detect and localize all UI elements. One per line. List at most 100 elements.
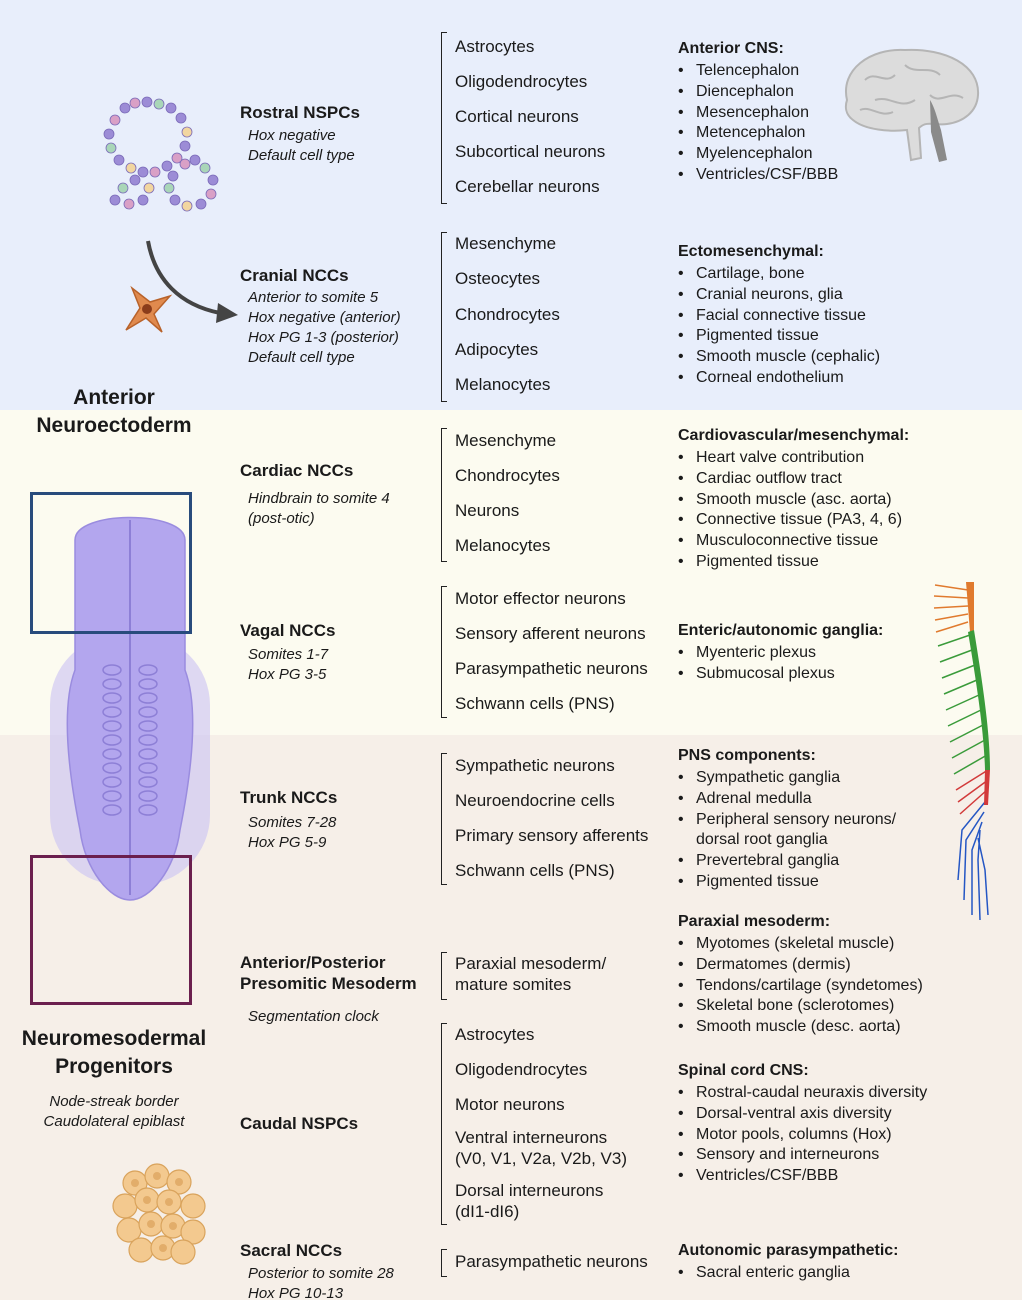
rostral-nspcs-cell-type: Astrocytes xyxy=(455,37,535,56)
derivative-item: dorsal root ganglia xyxy=(696,831,828,849)
sacral-nccs-cell-type: Parasympathetic neurons xyxy=(455,1252,648,1271)
brain-icon xyxy=(844,48,980,162)
rostral-nspcs-cell-type: Oligodendrocytes xyxy=(455,72,588,91)
cardiac-nccs-bracket xyxy=(441,428,447,562)
cranial-nccs-note: Default cell type xyxy=(248,349,355,366)
derivative-item: Connective tissue (PA3, 4, 6) xyxy=(678,510,902,531)
vagal-nccs-cell-type: Motor effector neurons xyxy=(455,589,626,608)
vagal-nccs-name: Vagal NCCs xyxy=(240,621,336,640)
cardiac-nccs-note: Hindbrain to somite 4 xyxy=(248,490,390,507)
derivative-item: Tendons/cartilage (syndetomes) xyxy=(678,976,923,997)
derivative-item: Myelencephalon xyxy=(678,144,838,165)
rostral-nspcs-note: Default cell type xyxy=(248,147,355,164)
trunk-nccs-heading: PNS components: xyxy=(678,747,816,764)
derivative-item: Corneal endothelium xyxy=(678,368,880,389)
psm-name: Presomitic Mesoderm xyxy=(240,974,417,993)
caudal-nspcs-heading: Spinal cord CNS: xyxy=(678,1062,809,1079)
derivative-item: Skeletal bone (sclerotomes) xyxy=(678,996,923,1017)
rostral-nspcs-cell-type: Cortical neurons xyxy=(455,107,579,126)
derivative-item: Mesencephalon xyxy=(678,103,838,124)
derivative-item: Heart valve contribution xyxy=(678,448,902,469)
psm-derivatives: Myotomes (skeletal muscle)Dermatomes (de… xyxy=(678,934,923,1038)
derivative-item: Pigmented tissue xyxy=(678,326,880,347)
derivative-item: Submucosal plexus xyxy=(678,664,835,685)
derivative-item: Dermatomes (dermis) xyxy=(678,955,923,976)
trunk-nccs-cell-type: Schwann cells (PNS) xyxy=(455,861,615,880)
derivative-item: Telencephalon xyxy=(678,61,838,82)
sacral-nccs-bracket xyxy=(441,1249,447,1277)
derivative-item: Myenteric plexus xyxy=(678,643,835,664)
cranial-nccs-bracket xyxy=(441,232,447,402)
derivative-item: Adrenal medulla xyxy=(678,789,896,810)
nmp-cluster-icon xyxy=(112,1163,206,1265)
derivative-item: Motor pools, columns (Hox) xyxy=(678,1125,927,1146)
rostral-nspcs-derivatives: TelencephalonDiencephalonMesencephalonMe… xyxy=(678,61,838,186)
derivative-item: Peripheral sensory neurons/ xyxy=(678,810,896,831)
cranial-nccs-note: Hox negative (anterior) xyxy=(248,309,401,326)
sacral-nccs-name: Sacral NCCs xyxy=(240,1241,343,1260)
cranial-nccs-cell-type: Osteocytes xyxy=(455,269,541,289)
trunk-nccs-note: Somites 7-28 xyxy=(248,814,337,831)
derivative-item: Ventricles/CSF/BBB xyxy=(678,165,838,186)
cranial-nccs-cell-type: Chondrocytes xyxy=(455,304,560,324)
trunk-nccs-derivatives: Sympathetic gangliaAdrenal medullaPeriph… xyxy=(678,768,896,893)
psm-note: Segmentation clock xyxy=(248,1008,379,1025)
derivative-item: Sensory and interneurons xyxy=(678,1145,927,1166)
sacral-nccs-heading: Autonomic parasympathetic: xyxy=(678,1242,899,1259)
vagal-nccs-bracket xyxy=(441,586,447,718)
derivative-item: Musculoconnective tissue xyxy=(678,531,902,552)
derivative-item: Myotomes (skeletal muscle) xyxy=(678,934,923,955)
derivative-item: Rostral-caudal neuraxis diversity xyxy=(678,1083,927,1104)
derivative-item: Prevertebral ganglia xyxy=(678,851,896,872)
rostral-nspcs-heading: Anterior CNS: xyxy=(678,40,784,57)
neural-crest-cell-icon xyxy=(125,285,173,333)
cardiac-nccs-cell-type: Chondrocytes xyxy=(455,466,560,485)
derivative-item: Smooth muscle (cephalic) xyxy=(678,347,880,368)
derivative-item: Smooth muscle (desc. aorta) xyxy=(678,1017,923,1038)
caudal-nspcs-cell-type: (dI1-dI6) xyxy=(455,1202,520,1221)
cranial-nccs-note: Anterior to somite 5 xyxy=(248,289,379,306)
anterior-box xyxy=(30,492,192,634)
cranial-nccs-derivatives: Cartilage, boneCranial neurons, gliaFaci… xyxy=(678,264,880,389)
vagal-nccs-note: Somites 1-7 xyxy=(248,646,329,663)
caudal-nspcs-cell-type: (V0, V1, V2a, V2b, V3) xyxy=(455,1149,627,1168)
derivative-item: Cranial neurons, glia xyxy=(678,285,880,306)
derivative-item: Sacral enteric ganglia xyxy=(678,1263,850,1284)
cardiac-nccs-name: Cardiac NCCs xyxy=(240,461,354,480)
caudal-nspcs-cell-type: Oligodendrocytes xyxy=(455,1060,588,1079)
sacral-nccs-note: Hox PG 10-13 xyxy=(248,1285,344,1302)
vagal-nccs-heading: Enteric/autonomic ganglia: xyxy=(678,622,884,639)
cranial-nccs-cell-type: Melanocytes xyxy=(455,375,551,395)
derivative-item: Diencephalon xyxy=(678,82,838,103)
cardiac-nccs-heading: Cardiovascular/mesenchymal: xyxy=(678,427,910,444)
vagal-nccs-cell-type: Sensory afferent neurons xyxy=(455,624,646,643)
caudal-nspcs-name: Caudal NSPCs xyxy=(240,1114,359,1133)
caudal-nspcs-cell-type: Astrocytes xyxy=(455,1025,535,1044)
embryo-illustration xyxy=(50,516,210,901)
psm-cell-type: mature somites xyxy=(455,975,572,994)
rostral-nspcs-cell-type: Cerebellar neurons xyxy=(455,177,600,196)
trunk-nccs-bracket xyxy=(441,753,447,885)
psm-heading: Paraxial mesoderm: xyxy=(678,913,831,930)
rostral-nspcs-note: Hox negative xyxy=(248,127,336,144)
vagal-nccs-cell-type: Schwann cells (PNS) xyxy=(455,694,615,713)
caudal-nspcs-cell-type: Ventral interneurons xyxy=(455,1128,608,1147)
derivative-item: Smooth muscle (asc. aorta) xyxy=(678,490,902,511)
derivative-item: Facial connective tissue xyxy=(678,306,880,327)
trunk-nccs-cell-type: Primary sensory afferents xyxy=(455,826,649,845)
psm-bracket xyxy=(441,952,447,1000)
cardiac-nccs-derivatives: Heart valve contributionCardiac outflow … xyxy=(678,448,902,573)
caudal-nspcs-bracket xyxy=(441,1023,447,1225)
sacral-nccs-derivatives: Sacral enteric ganglia xyxy=(678,1263,850,1284)
derivative-item: Sympathetic ganglia xyxy=(678,768,896,789)
cardiac-nccs-cell-type: Mesenchyme xyxy=(455,431,557,450)
cardiac-nccs-cell-type: Neurons xyxy=(455,501,520,520)
derivative-item: Dorsal-ventral axis diversity xyxy=(678,1104,927,1125)
vagal-nccs-derivatives: Myenteric plexusSubmucosal plexus xyxy=(678,643,835,685)
derivative-item: Pigmented tissue xyxy=(678,552,902,573)
derivative-item: Cardiac outflow tract xyxy=(678,469,902,490)
trunk-nccs-cell-type: Neuroendocrine cells xyxy=(455,791,615,810)
